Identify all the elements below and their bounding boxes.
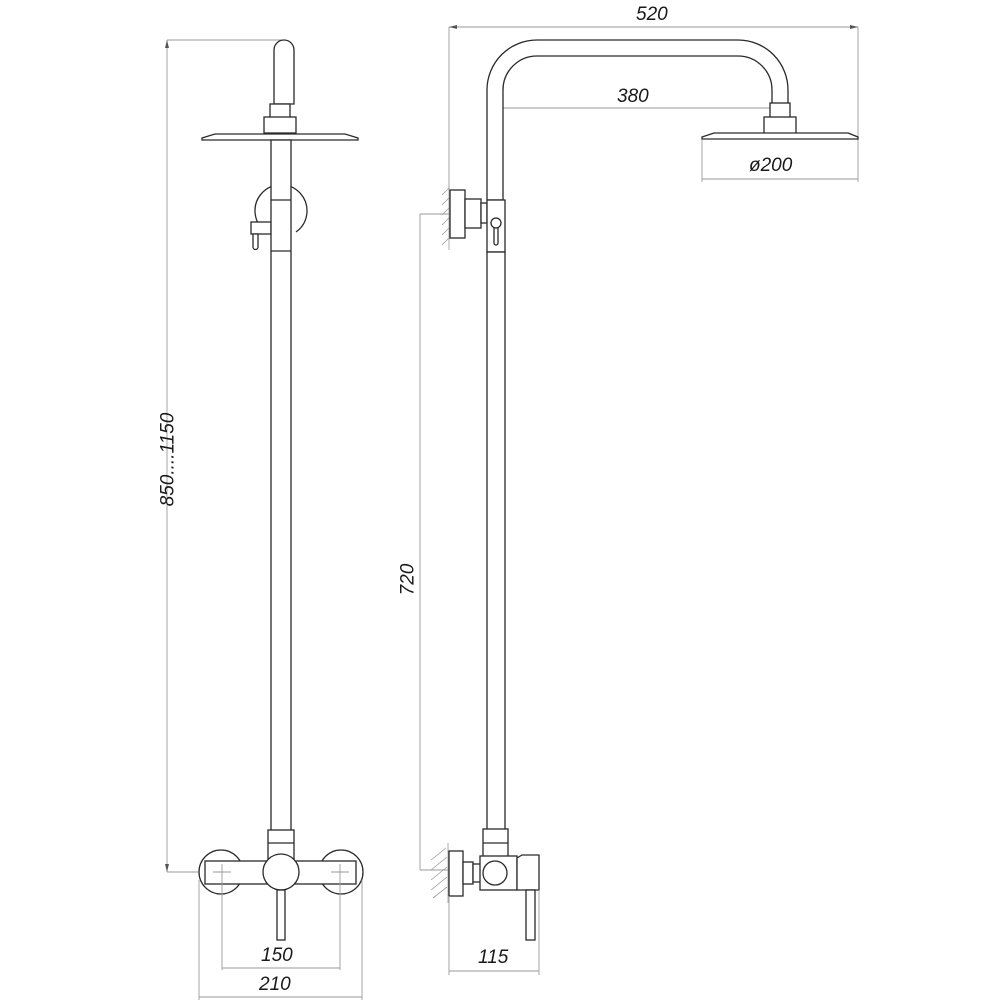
side-mixer-connector <box>482 828 509 860</box>
rain-shower-head <box>201 133 359 141</box>
curved-shower-arm <box>486 39 789 201</box>
side-mixer-lever <box>525 889 536 941</box>
diverter-lever <box>252 233 259 251</box>
side-arm-connector <box>769 102 791 119</box>
overall-width-label: 210 <box>259 974 291 995</box>
lower-wall-flange <box>448 850 464 897</box>
head-diameter-label: ø200 <box>749 155 793 176</box>
head-connector <box>263 116 297 134</box>
upper-wall-flange <box>449 189 466 239</box>
side-head-connector <box>763 116 797 135</box>
diverter-body <box>250 221 272 235</box>
inlet-height-label: 720 <box>397 563 419 596</box>
inlet-spacing-label: 150 <box>261 945 293 966</box>
side-diverter-knob <box>490 217 502 229</box>
shower-arm-top <box>273 39 295 105</box>
front-view <box>165 39 364 1000</box>
mixer-depth-label: 115 <box>478 947 509 968</box>
reach-label: 520 <box>636 4 668 25</box>
vertical-pipe <box>270 139 292 841</box>
side-mixer-handle-base <box>516 854 540 891</box>
side-mixer-cartridge <box>482 860 508 886</box>
height-range-label: 850....1150 <box>157 412 179 507</box>
arm-connector <box>269 103 291 119</box>
arm-length-label: 380 <box>617 86 649 107</box>
upper-bracket-stem <box>464 198 482 229</box>
side-view <box>419 25 859 975</box>
side-rain-head <box>701 132 859 140</box>
mixer-cartridge <box>262 853 300 891</box>
side-vertical-pipe <box>486 251 506 831</box>
mixer-lever <box>276 889 286 941</box>
